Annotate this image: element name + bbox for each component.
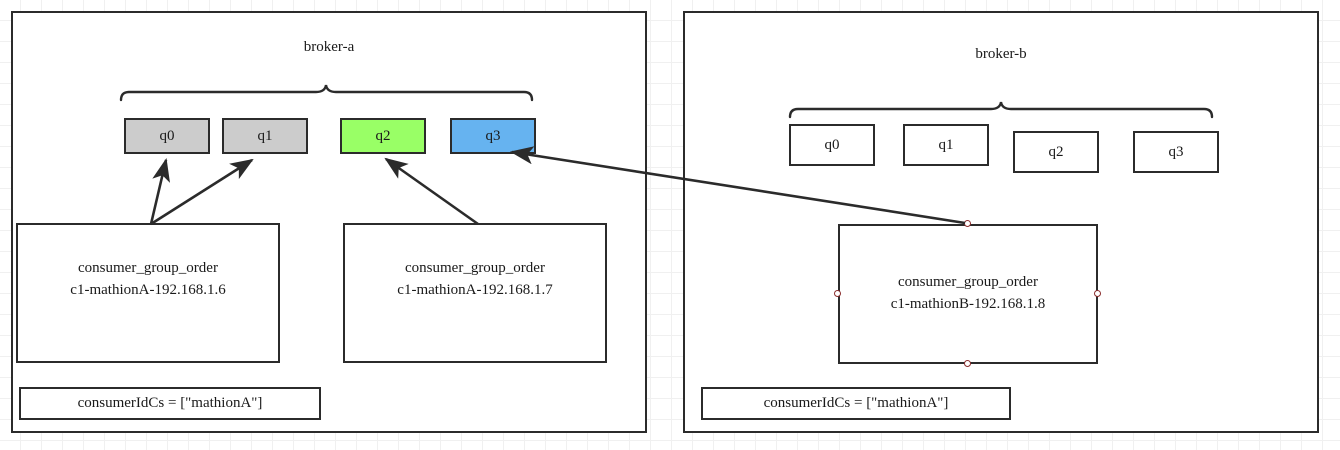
broker-a-title: broker-a	[303, 39, 355, 55]
broker-a-queue-q1[interactable]: q1	[222, 118, 308, 154]
broker-a-queue-q2[interactable]: q2	[340, 118, 426, 154]
queue-label: q3	[1168, 143, 1184, 160]
queue-label: q0	[159, 127, 175, 144]
consumer-client-id: c1-mathionA-192.168.1.6	[70, 282, 226, 298]
queue-label: q2	[1048, 143, 1064, 160]
queue-label: q2	[375, 127, 391, 144]
broker-a-panel	[11, 11, 647, 433]
broker-a-consumer-2[interactable]: consumer_group_order c1-mathionA-192.168…	[343, 223, 607, 363]
connection-handle-right[interactable]	[1094, 290, 1101, 297]
broker-b-queue-q1[interactable]: q1	[903, 124, 989, 166]
queue-label: q1	[938, 136, 954, 153]
id-config-text: consumerIdCs = ["mathionA"]	[77, 395, 263, 411]
broker-b-queue-q2[interactable]: q2	[1013, 131, 1099, 173]
consumer-group-label: consumer_group_order	[78, 260, 218, 277]
broker-b-title: broker-b	[975, 46, 1027, 62]
broker-b-queue-q0[interactable]: q0	[789, 124, 875, 166]
broker-a-queue-q0[interactable]: q0	[124, 118, 210, 154]
broker-b-consumer-id-config: consumerIdCs = ["mathionA"]	[701, 387, 1011, 420]
id-config-text: consumerIdCs = ["mathionA"]	[763, 395, 949, 411]
consumer-group-label: consumer_group_order	[898, 274, 1038, 291]
queue-label: q3	[485, 127, 501, 144]
broker-b-queue-q3[interactable]: q3	[1133, 131, 1219, 173]
consumer-group-label: consumer_group_order	[405, 260, 545, 277]
broker-a-consumer-id-config: consumerIdCs = ["mathionA"]	[19, 387, 321, 420]
consumer-client-id: c1-mathionB-192.168.1.8	[890, 296, 1046, 312]
broker-b-consumer-1[interactable]: consumer_group_order c1-mathionB-192.168…	[838, 224, 1098, 364]
consumer-client-id: c1-mathionA-192.168.1.7	[397, 282, 553, 298]
connection-handle-bottom[interactable]	[964, 360, 971, 367]
broker-a-queue-q3[interactable]: q3	[450, 118, 536, 154]
queue-label: q0	[824, 136, 840, 153]
broker-a-consumer-1[interactable]: consumer_group_order c1-mathionA-192.168…	[16, 223, 280, 363]
queue-label: q1	[257, 127, 273, 144]
connection-handle-left[interactable]	[834, 290, 841, 297]
broker-b-panel	[683, 11, 1319, 433]
connection-handle-top[interactable]	[964, 220, 971, 227]
